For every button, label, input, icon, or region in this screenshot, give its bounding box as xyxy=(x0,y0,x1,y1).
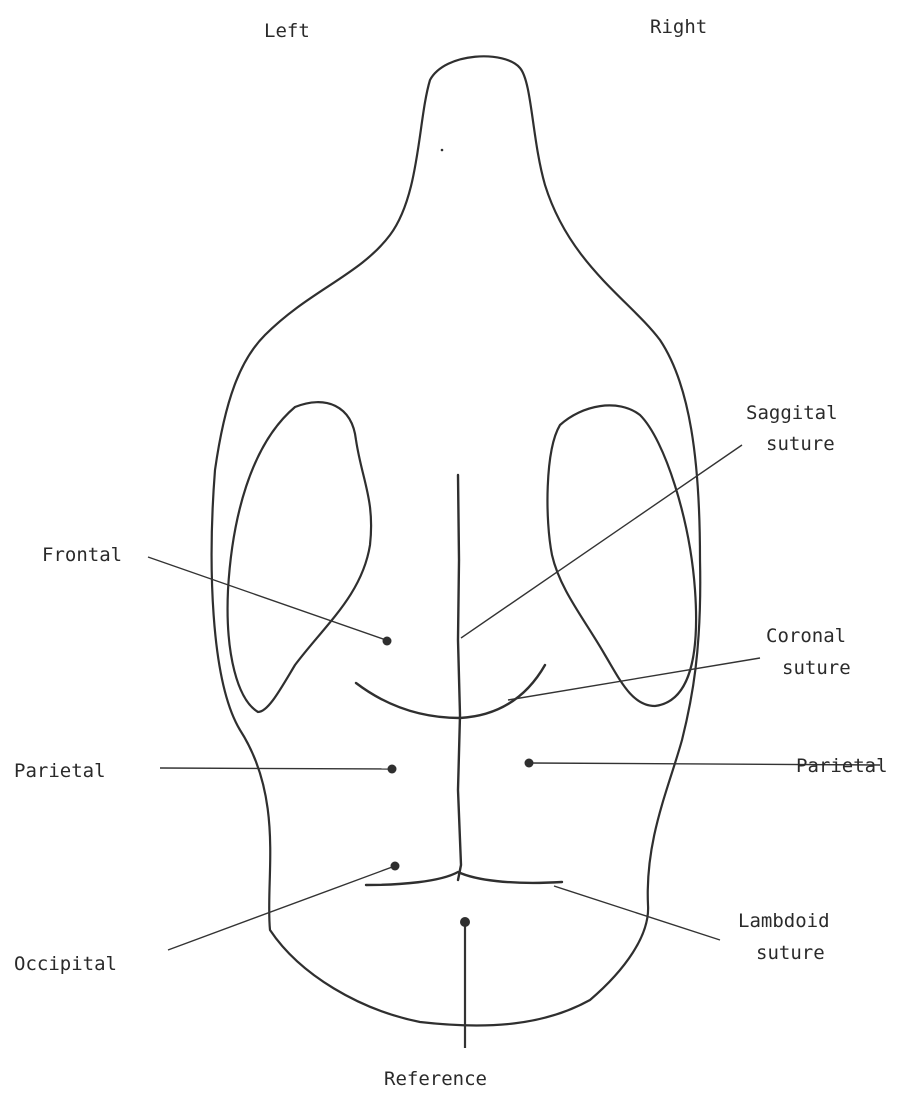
lambdoid-label-line2: suture xyxy=(756,942,825,965)
saggital-label-line2: suture xyxy=(766,433,835,456)
occipital-point xyxy=(391,862,400,871)
parietal-left-label: Parietal xyxy=(14,760,106,783)
reference-point xyxy=(460,917,470,927)
orientation-left-label: Left xyxy=(264,20,310,43)
parietal-right-label: Parietal xyxy=(796,755,888,778)
reference-label: Reference xyxy=(384,1068,487,1091)
lambdoid-suture xyxy=(366,872,562,885)
occipital-leader xyxy=(168,866,395,950)
frontal-point xyxy=(383,637,392,646)
nasal-speck xyxy=(441,149,444,152)
skull-outline xyxy=(212,56,701,1025)
right-orbit xyxy=(547,405,696,706)
parietal-right-point xyxy=(525,759,534,768)
frontal-leader xyxy=(148,557,386,640)
coronal-label-line1: Coronal xyxy=(766,625,846,648)
occipital-label: Occipital xyxy=(14,953,117,976)
left-orbit xyxy=(228,402,372,712)
coronal-label-line2: suture xyxy=(782,657,851,680)
parietal-left-point xyxy=(388,765,397,774)
lambdoid-label-line1: Lambdoid xyxy=(738,910,830,933)
coronal-suture xyxy=(356,665,545,718)
orientation-right-label: Right xyxy=(650,16,707,39)
lambdoid-leader xyxy=(554,886,720,940)
parietal-left-leader xyxy=(160,768,392,769)
saggital-suture xyxy=(458,475,461,880)
frontal-label: Frontal xyxy=(42,544,122,567)
saggital-label-line1: Saggital xyxy=(746,402,838,425)
